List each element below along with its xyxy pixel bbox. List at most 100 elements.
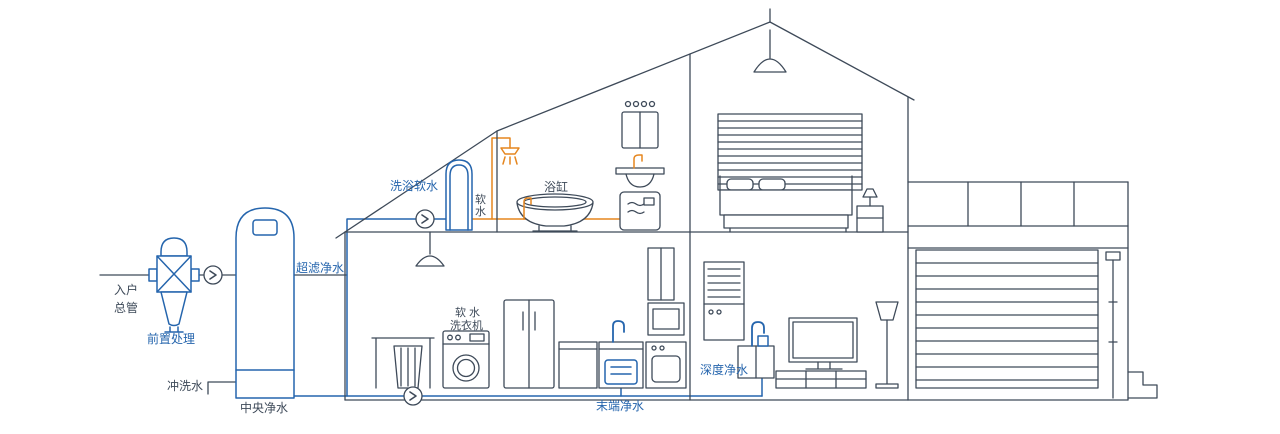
central-purifier-device (235, 207, 295, 399)
washing-machine-drawer (469, 333, 485, 342)
washing-machine-knob (455, 334, 461, 341)
vanity-light (624, 100, 632, 108)
shower-riser-pipe (491, 137, 511, 220)
prefilter-port-right (190, 268, 200, 282)
label-central-purifier: 中央净水 (240, 400, 288, 415)
prefilter-bowl (160, 291, 188, 327)
flush-drain-line (207, 381, 237, 395)
bathtub-faucet (523, 197, 532, 220)
garage-parapet-posts (967, 181, 1075, 227)
label-flush-water: 冲洗水 (167, 378, 203, 393)
laundry-pendant-lamp (415, 255, 445, 267)
flow-arrow-main (403, 386, 423, 406)
utility-cabinet-button (716, 309, 722, 315)
flow-arrows (203, 209, 435, 406)
window-blinds-slats (717, 120, 863, 185)
shower-head (500, 147, 520, 155)
bath-softener-device (445, 159, 473, 231)
flow-arrow-inlet (203, 265, 223, 285)
deep-purifier-cup (757, 335, 769, 347)
label-soft-water-char2: 水 (475, 205, 486, 218)
labels: 入户 总管 前置处理 冲洗水 中央净水 超滤净水 洗浴软水 软 水 浴缸 软 水… (114, 179, 748, 415)
terminal-purifier-detail (610, 366, 632, 375)
vanity-counter (615, 167, 665, 175)
utility-cabinet (703, 261, 745, 341)
dishwasher-door (651, 355, 681, 383)
vanity-light (632, 100, 640, 108)
bed-mattress (719, 189, 853, 216)
fridge-handles (522, 311, 536, 331)
vanity-cabinet-panel (643, 197, 655, 206)
flow-arrow-softener (415, 209, 435, 229)
floor-lamp-base (875, 383, 899, 389)
vanity-lights (624, 100, 656, 108)
central-purifier-display (252, 219, 278, 236)
label-soft-water-char1: 软 (475, 192, 486, 206)
bed-base (723, 214, 849, 229)
shower-spray (502, 156, 518, 165)
label-inlet-line1: 入户 (114, 282, 138, 297)
bed-pillow-right (758, 178, 786, 191)
label-ultrafiltration: 超滤净水 (296, 260, 344, 275)
bed-legs (729, 227, 847, 233)
headboard-posts (719, 175, 853, 191)
kitchen-cabinet (558, 341, 598, 389)
softener-inner-liner (449, 164, 469, 231)
washing-machine-door (452, 354, 480, 382)
floor-lamp-shade (875, 301, 899, 321)
vanity-cabinet-waves (627, 201, 645, 215)
central-purifier-tank (235, 207, 295, 399)
dishwasher-knob (651, 345, 657, 351)
garage-door-frame (915, 249, 1099, 389)
label-terminal-purifier: 末端净水 (596, 399, 644, 413)
dishwasher-knob (659, 345, 665, 351)
label-washer-line2: 洗衣机 (450, 318, 483, 332)
nightstand (856, 205, 884, 233)
tall-oven-upper-door (652, 308, 680, 330)
bedroom-pendant-lamp (753, 58, 787, 73)
vanity-cabinet-device (619, 191, 661, 231)
vanity-faucet (633, 154, 643, 169)
vanity-basin (625, 173, 655, 188)
washing-machine-door-glass (456, 358, 476, 378)
prefilter-device (148, 237, 200, 333)
kitchen-sink-faucet (612, 320, 625, 343)
faucets (500, 147, 769, 347)
bedroom-furniture (717, 29, 884, 233)
tv-screen (788, 317, 858, 363)
label-prefilter: 前置处理 (147, 331, 195, 346)
vanity-light (648, 100, 656, 108)
prefilter-cap (160, 237, 188, 257)
prefilter-port-left (148, 268, 158, 282)
inlet-pipe (99, 274, 348, 395)
blue-pipes (267, 218, 763, 397)
nightstand-lamp-shade (862, 188, 878, 198)
prefilter-foot (164, 326, 184, 333)
utility-cabinet-button (708, 309, 714, 315)
label-bath-softener: 洗浴软水 (390, 179, 438, 193)
ultrafiltration-riser-pipe (346, 218, 447, 397)
terminal-purifier-box (604, 359, 638, 385)
garage-door-slats (915, 262, 1099, 381)
label-bathtub: 浴缸 (544, 179, 568, 194)
garage (907, 181, 1158, 401)
tall-oven-upper (647, 302, 685, 336)
terminal-purifier-device (604, 359, 638, 385)
label-inlet-line2: 总管 (114, 300, 138, 315)
prefilter-lattice (156, 255, 192, 293)
laundry-basket-slats (400, 347, 416, 387)
roof-right-slope (769, 21, 915, 101)
downpipe-funnel (1105, 251, 1121, 261)
deep-purifier-faucet (751, 321, 765, 347)
tv-screen-inner (792, 321, 854, 359)
tv-console-shelf (775, 370, 867, 389)
label-washer-line1: 软 水 (455, 305, 480, 319)
water-devices (148, 159, 638, 399)
label-deep-purifier: 深度净水 (700, 362, 748, 377)
vanity-light (640, 100, 648, 108)
utility-cabinet-grille (707, 268, 741, 298)
bathroom-fixtures (516, 100, 665, 232)
laundry-kitchen (371, 231, 687, 389)
